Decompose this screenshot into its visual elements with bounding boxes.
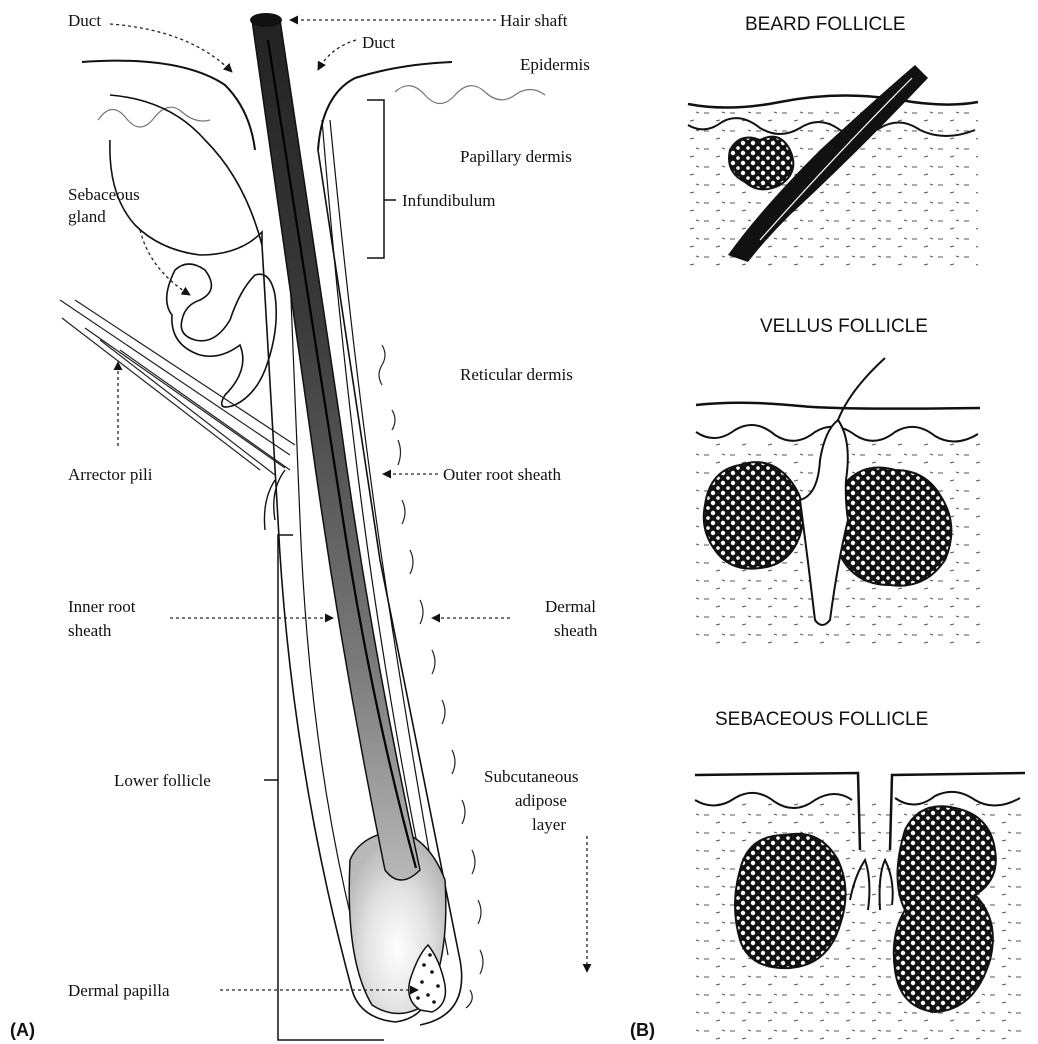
label-subcutaneous-3: layer: [532, 815, 566, 834]
label-dermal-papilla: Dermal papilla: [68, 981, 170, 1000]
title-vellus-follicle: VELLUS FOLLICLE: [760, 316, 928, 337]
title-sebaceous-follicle: SEBACEOUS FOLLICLE: [715, 709, 928, 730]
label-reticular-dermis: Reticular dermis: [460, 365, 573, 384]
label-duct-right: Duct: [362, 33, 395, 52]
sebaceous-gland-shape: [167, 264, 277, 407]
label-sebaceous-gland-1: Sebaceous: [68, 185, 140, 204]
label-infundibulum: Infundibulum: [402, 191, 496, 210]
panel-a-illustration: [60, 13, 587, 1040]
hair-shaft-tip: [250, 13, 282, 27]
label-dermal-sheath-1: Dermal: [545, 597, 596, 616]
arrector-pili-muscle: [60, 300, 295, 475]
panel-b-tag: (B): [630, 1020, 655, 1040]
vellus-follicle-illustration: [696, 358, 981, 650]
label-epidermis: Epidermis: [520, 55, 590, 74]
beard-follicle-illustration: [688, 65, 978, 270]
label-inner-root-sheath-2: sheath: [68, 621, 112, 640]
label-subcutaneous-1: Subcutaneous: [484, 767, 578, 786]
label-sebaceous-gland-2: gland: [68, 207, 106, 226]
hair-shaft-shape: [252, 16, 420, 880]
label-outer-root-sheath: Outer root sheath: [443, 465, 562, 484]
label-dermal-sheath-2: sheath: [554, 621, 598, 640]
label-duct-left: Duct: [68, 11, 101, 30]
sebaceous-follicle-illustration: [695, 773, 1025, 1040]
panel-a-tag: (A): [10, 1020, 35, 1040]
label-inner-root-sheath-1: Inner root: [68, 597, 136, 616]
infundibulum-bracket: [367, 100, 396, 258]
label-lower-follicle: Lower follicle: [114, 771, 211, 790]
title-beard-follicle: BEARD FOLLICLE: [745, 14, 906, 35]
label-papillary-dermis: Papillary dermis: [460, 147, 572, 166]
label-subcutaneous-2: adipose: [515, 791, 567, 810]
label-arrector-pili: Arrector pili: [68, 465, 153, 484]
label-hair-shaft: Hair shaft: [500, 11, 568, 30]
